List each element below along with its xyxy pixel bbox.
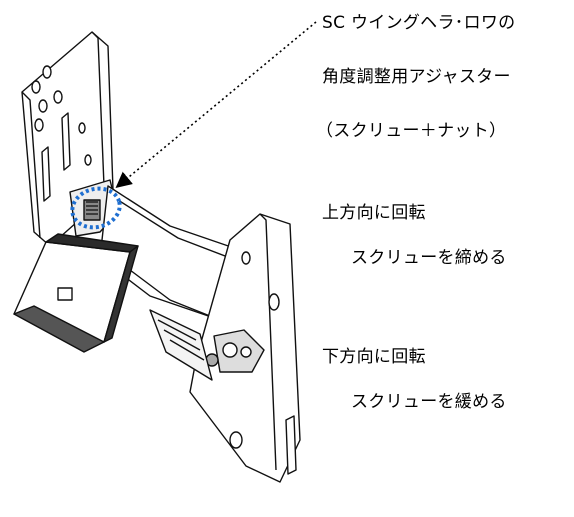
pointer-arrow-icon <box>115 21 317 189</box>
rotate-up-heading: 上方向に回転 <box>322 203 426 223</box>
lower-bracket <box>149 213 301 483</box>
annotation-line-1: SC ウイングヘラ･ロワの <box>322 13 516 33</box>
rotate-up-instruction: スクリューを締める <box>351 248 507 268</box>
rotate-down-heading: 下方向に回転 <box>322 347 426 367</box>
annotation-line-3: （スクリュー＋ナット） <box>316 121 507 141</box>
annotation-line-2: 角度調整用アジャスター <box>322 67 511 87</box>
rotate-down-instruction: スクリューを緩める <box>351 392 507 412</box>
clamp-block <box>13 233 139 353</box>
adjuster-highlight-icon <box>70 186 122 230</box>
